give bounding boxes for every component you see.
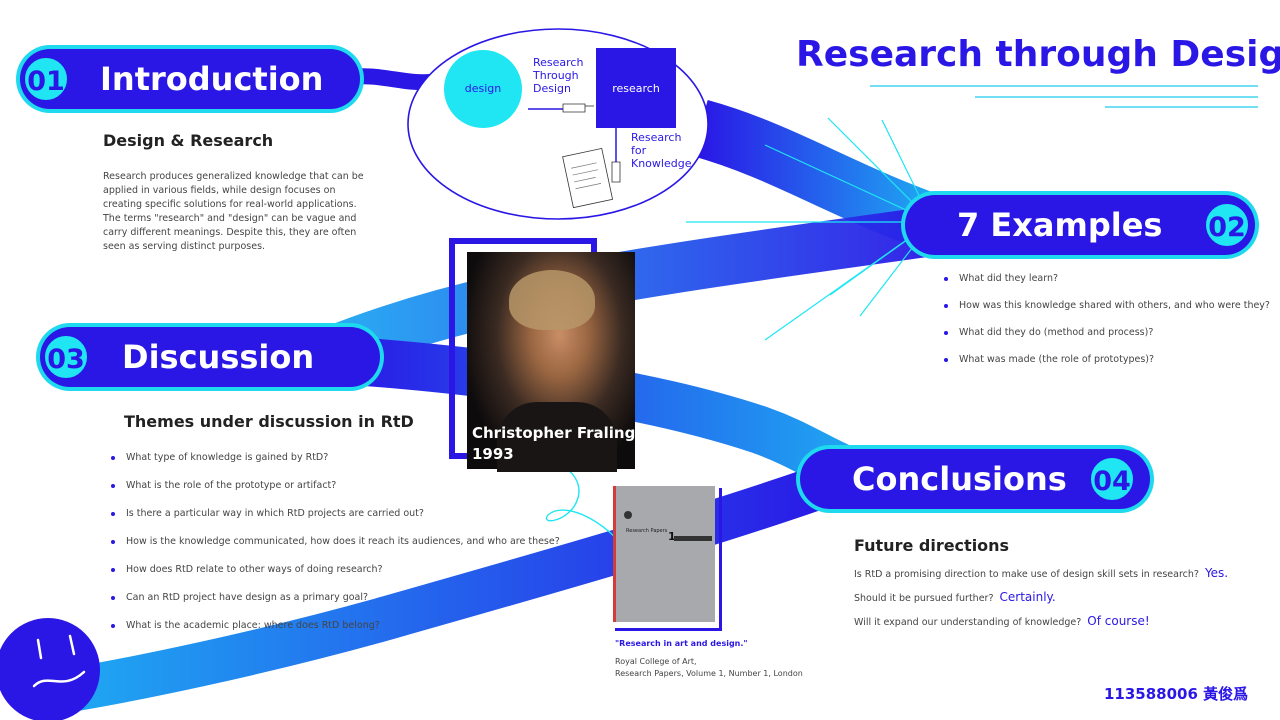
portrait-body [497, 402, 617, 472]
intro-title: Introduction [100, 60, 324, 98]
conclusion-answer: Certainly. [999, 590, 1056, 604]
discussion-questions: What type of knowledge is gained by RtD?… [111, 452, 561, 631]
intro-text: Research produces generalized knowledge … [103, 171, 364, 252]
conclusion-answer: Of course! [1087, 614, 1150, 628]
conclusions-list: Is RtD a promising direction to make use… [854, 566, 1274, 628]
book-frame [615, 488, 722, 631]
list-item: What type of knowledge is gained by RtD? [111, 452, 561, 463]
conclusion-question: Should it be pursued further? [854, 593, 994, 604]
intro-number: 01 [22, 55, 70, 103]
list-item: Is there a particular way in which RtD p… [111, 508, 561, 519]
discussion-number: 03 [42, 333, 90, 381]
book-cover: Research Papers 1 [613, 486, 715, 622]
examples-pill: 7 Examples 02 [905, 195, 1255, 255]
book-logo-icon [624, 511, 632, 519]
book-cover-number: 1 [668, 530, 676, 543]
list-item: What is the academic place: where does R… [111, 620, 561, 631]
list-item: What did they learn? [944, 273, 1274, 284]
examples-title: 7 Examples [957, 206, 1163, 244]
list-item: Will it expand our understanding of know… [854, 614, 1274, 628]
conclusions-pill: Conclusions 04 [800, 449, 1150, 509]
list-item: What is the role of the prototype or art… [111, 480, 561, 491]
conclusion-answer: Yes. [1204, 566, 1229, 580]
conclusions-number: 04 [1088, 455, 1136, 503]
conclusions-title: Conclusions [852, 460, 1067, 498]
list-item: What was made (the role of prototypes)? [944, 354, 1274, 365]
main-title: Research through Design [796, 34, 1280, 75]
book-title: "Research in art and design." [615, 639, 748, 648]
book-cover-text: Research Papers [626, 528, 668, 534]
portrait-year: 1993 [472, 445, 514, 463]
intro-pill: 01 Introduction [20, 49, 360, 109]
list-item: What did they do (method and process)? [944, 327, 1274, 338]
conclusion-question: Is RtD a promising direction to make use… [854, 569, 1199, 580]
discussion-pill: 03 Discussion [40, 327, 380, 387]
conclusions-subtitle: Future directions [854, 536, 1010, 555]
book-cover-bar [674, 536, 712, 541]
list-item: Is RtD a promising direction to make use… [854, 566, 1274, 580]
diagram-rfk-label: Research for Knowledge [631, 131, 692, 170]
list-item: Should it be pursued further? Certainly. [854, 590, 1274, 604]
list-item: Can an RtD project have design as a prim… [111, 592, 561, 603]
portrait-photo: Christopher Fraling 1993 [467, 252, 636, 472]
portrait-name: Christopher Fraling [472, 424, 636, 442]
list-item: How does RtD relate to other ways of doi… [111, 564, 561, 575]
examples-questions: What did they learn? How was this knowle… [944, 273, 1274, 365]
diagram-rtd-label: Research Through Design [533, 56, 584, 95]
intro-subtitle: Design & Research [103, 131, 274, 150]
list-item: How is the knowledge communicated, how d… [111, 536, 561, 547]
author-id: 113588006 黃俊爲 [1104, 685, 1249, 703]
discussion-title: Discussion [122, 338, 315, 376]
diagram-research-label: research [612, 82, 660, 95]
discussion-subtitle: Themes under discussion in RtD [124, 412, 414, 431]
list-item: How was this knowledge shared with other… [944, 300, 1274, 311]
examples-number: 02 [1203, 201, 1251, 249]
diagram-design-label: design [464, 82, 502, 95]
book-series: Research Papers, Volume 1, Number 1, Lon… [615, 669, 803, 678]
portrait-hair [509, 270, 595, 330]
conclusion-question: Will it expand our understanding of know… [854, 617, 1082, 628]
book-publisher: Royal College of Art, [615, 657, 697, 666]
